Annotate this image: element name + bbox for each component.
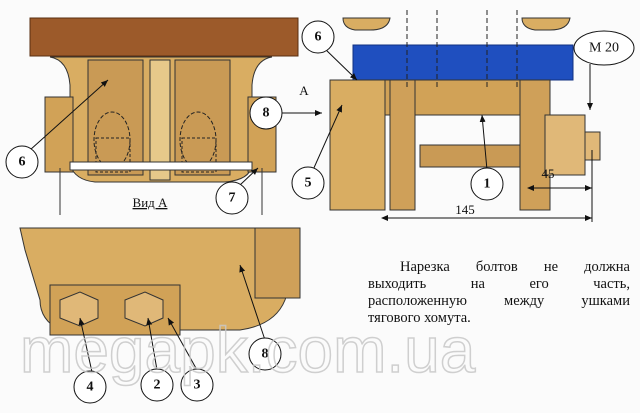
callout-m20: M 20 (589, 41, 619, 56)
callout-8-bottom: 8 (262, 347, 269, 362)
dimensions: 45 145 (381, 150, 593, 222)
note-text: Нарезка болтов не должна выходить на его… (368, 259, 630, 327)
dimension-45: 45 (542, 166, 555, 181)
callout-8: 8 (263, 106, 270, 121)
callout-3: 3 (194, 378, 201, 393)
callout-6-left: 6 (19, 155, 26, 170)
callout-2: 2 (154, 378, 161, 393)
dimension-145: 145 (455, 202, 475, 217)
view-a (19, 227, 301, 336)
nut (544, 114, 586, 176)
note-line: выходить на его часть, (368, 276, 630, 292)
callout-6-top: 6 (315, 30, 322, 45)
note-line: расположенную между ушками (368, 293, 630, 309)
callout-4: 4 (87, 380, 94, 395)
side-view (329, 10, 601, 211)
callout-7: 7 (229, 191, 236, 206)
blue-bar (352, 44, 574, 81)
callout-5: 5 (305, 176, 312, 191)
watermark: megapk.com.ua (20, 314, 476, 386)
note-line: Нарезка болтов не должна (400, 259, 630, 275)
beam (29, 17, 299, 57)
note-line: тягового хомута. (368, 310, 471, 326)
view-arrow-label: A (299, 83, 309, 98)
view-caption: Вид А (133, 195, 168, 210)
callout-1: 1 (484, 177, 491, 192)
